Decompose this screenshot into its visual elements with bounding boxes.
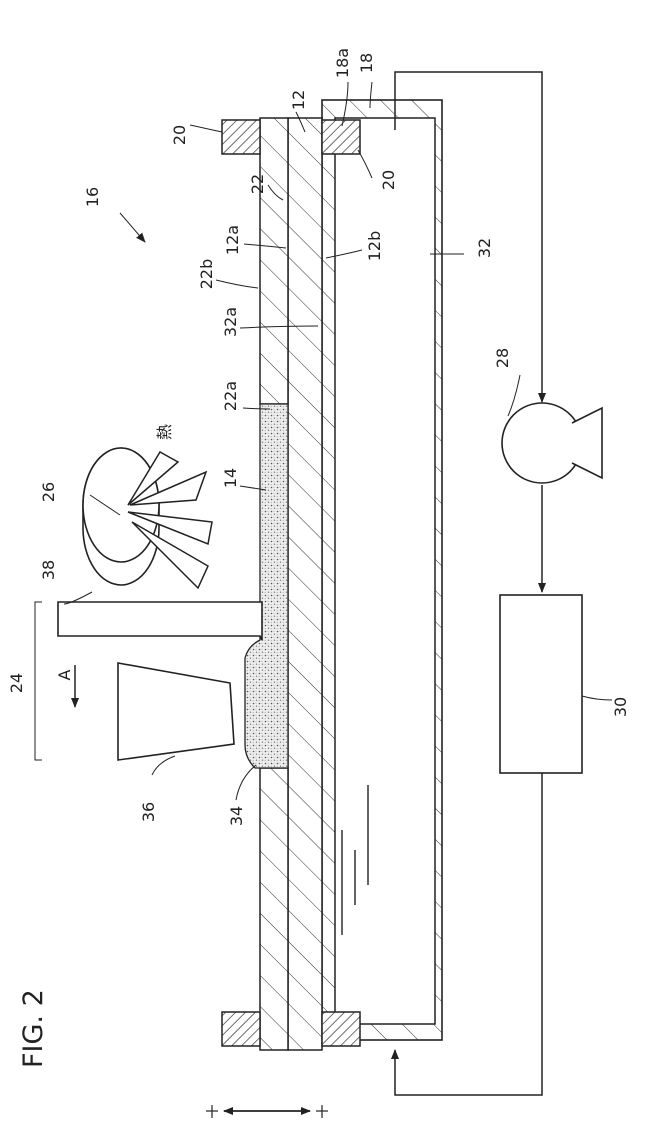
label-20-right: 20: [379, 170, 398, 190]
label-12a: 12a: [223, 225, 242, 255]
clamp-20-upper-left: [222, 120, 260, 154]
hopper-36: [118, 663, 234, 760]
label-heat: 熱: [155, 424, 174, 440]
clamp-20-upper-right: [322, 120, 360, 154]
label-22: 22: [248, 174, 267, 194]
label-12b: 12b: [365, 231, 384, 262]
label-16: 16: [83, 187, 102, 207]
dimension-arrow: [206, 1105, 328, 1118]
label-20-upper: 20: [170, 125, 189, 145]
bracket-24: [35, 602, 42, 760]
label-34: 34: [227, 806, 246, 826]
substrate-12: [288, 118, 322, 1050]
label-36: 36: [139, 802, 158, 822]
label-12: 12: [289, 90, 308, 110]
mask-22-lower: [260, 768, 288, 1050]
label-14: 14: [221, 468, 240, 488]
figure-title: FIG. 2: [18, 989, 49, 1068]
heater-26: [83, 448, 212, 588]
label-24: 24: [7, 673, 26, 693]
material-layer-14: [245, 404, 288, 768]
label-38: 38: [39, 560, 58, 580]
label-22a: 22a: [221, 381, 240, 411]
label-26: 26: [39, 482, 58, 502]
label-18a: 18a: [333, 48, 352, 78]
clamp-20-lower-left: [222, 1012, 260, 1046]
pump-28: [502, 403, 602, 483]
label-30: 30: [611, 697, 630, 717]
label-28: 28: [493, 348, 512, 368]
label-22b: 22b: [197, 259, 216, 290]
label-32: 32: [475, 238, 494, 258]
mask-22-upper: [260, 118, 288, 404]
label-32a: 32a: [221, 307, 240, 337]
clamp-20-lower-right: [322, 1012, 360, 1046]
label-direction-a: A: [55, 669, 74, 680]
label-18: 18: [357, 53, 376, 73]
squeegee-38: [58, 602, 262, 640]
unit-30: [500, 595, 582, 773]
